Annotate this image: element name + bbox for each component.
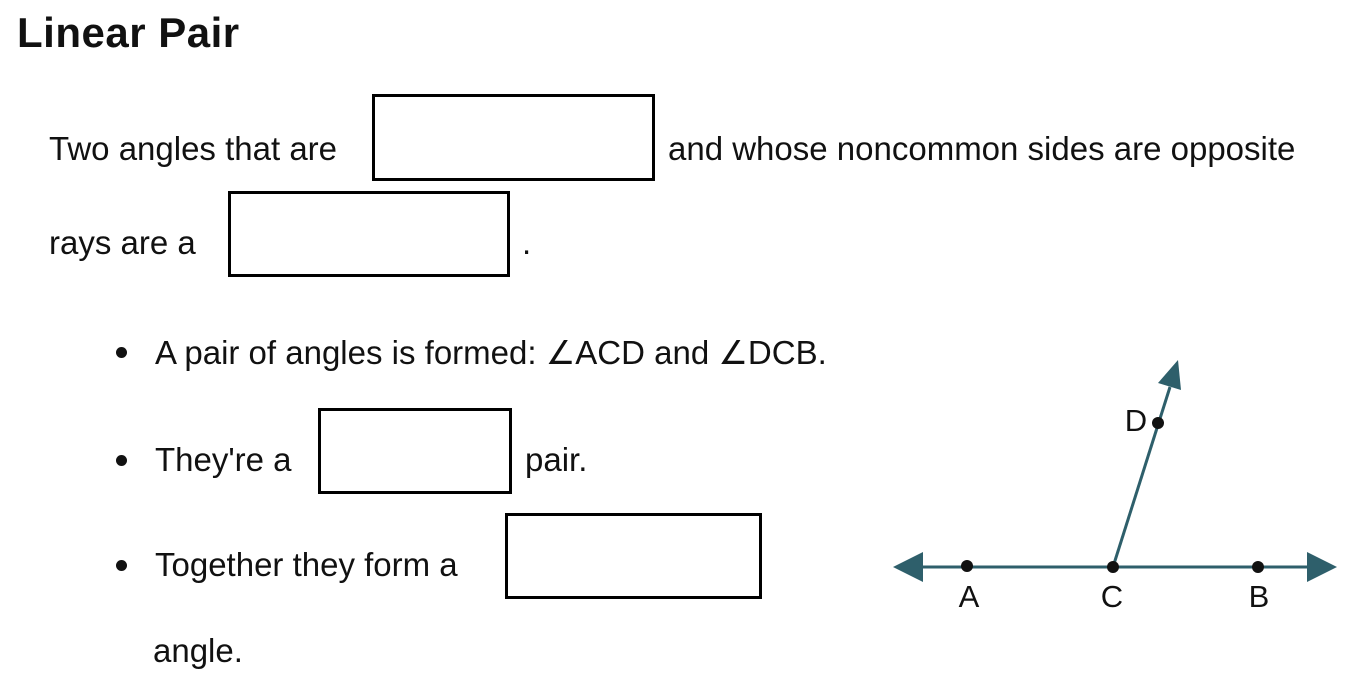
sentence-part-1: Two angles that are xyxy=(49,129,338,167)
sentence-part-2: and whose noncommon sides are opposite xyxy=(668,129,1296,167)
point-label-b: B xyxy=(1249,579,1270,614)
bullet-marker xyxy=(116,455,127,466)
ray-cd xyxy=(1111,386,1172,568)
sentence-period: . xyxy=(522,223,532,261)
page-title: Linear Pair xyxy=(17,9,240,56)
blank-box-angle-type[interactable] xyxy=(505,513,762,599)
blank-box-linear-pair[interactable] xyxy=(228,191,510,277)
point-label-c: C xyxy=(1101,579,1123,614)
point-label-d: D xyxy=(1125,403,1147,438)
left-arrowhead-icon xyxy=(893,552,923,582)
sentence-part-3: rays are a xyxy=(49,223,196,261)
right-arrowhead-icon xyxy=(1307,552,1337,582)
point-label-a: A xyxy=(959,579,980,614)
point-dot-c xyxy=(1107,561,1119,573)
bullet-marker xyxy=(116,560,127,571)
bullet-1-text: A pair of angles is formed: ∠ACD and ∠DC… xyxy=(155,333,827,371)
point-dot-b xyxy=(1252,561,1264,573)
bullet-2-text-after: pair. xyxy=(525,440,588,478)
linear-pair-diagram: A C B D xyxy=(893,360,1337,614)
bullet-2-text-before: They're a xyxy=(155,440,292,478)
point-dot-a xyxy=(961,560,973,572)
bullet-3-continuation: angle. xyxy=(153,631,243,669)
blank-box-adjacent[interactable] xyxy=(372,94,655,181)
blank-box-pair-type[interactable] xyxy=(318,408,512,494)
ray-arrowhead-icon xyxy=(1158,360,1181,390)
point-dot-d xyxy=(1152,417,1164,429)
bullet-marker xyxy=(116,347,127,358)
bullet-3-text-before: Together they form a xyxy=(155,545,458,583)
